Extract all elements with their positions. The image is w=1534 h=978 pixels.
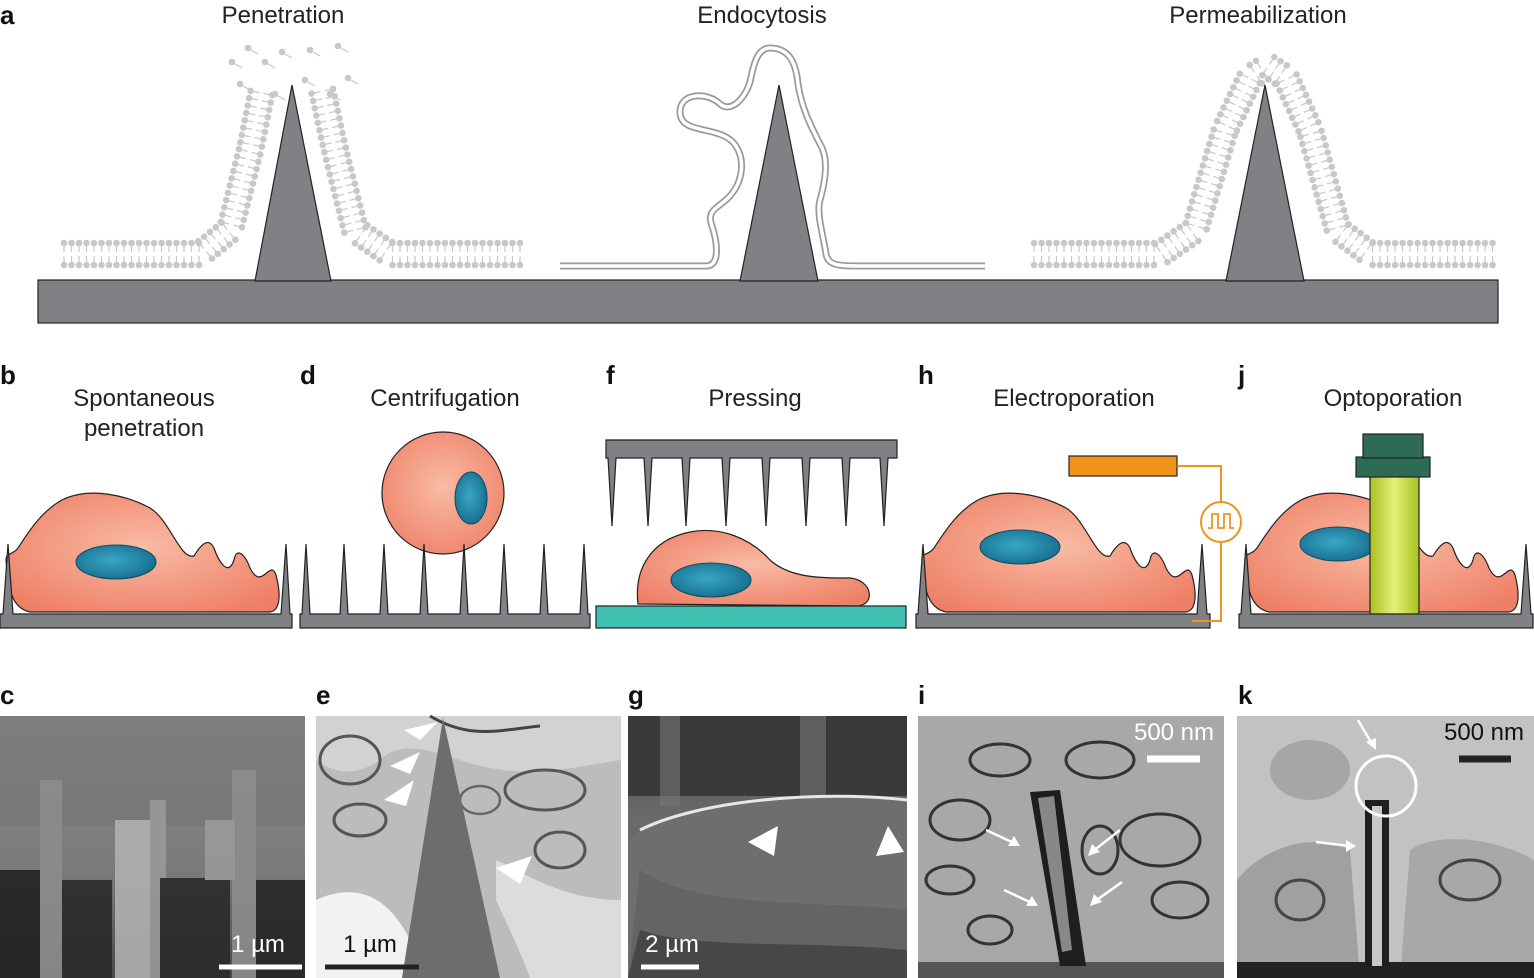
substrate-bar — [37, 279, 1499, 324]
panel-j: j Optoporation — [1237, 360, 1534, 629]
nanoneedle-penetration — [254, 84, 332, 282]
nucleus-b — [75, 544, 157, 580]
objective-upper — [1362, 433, 1424, 459]
em-texture-i — [918, 740, 1224, 978]
needle-array-j — [1238, 543, 1534, 629]
panel-letter-c: c — [0, 680, 14, 710]
needle-array-h — [915, 543, 1211, 629]
title-electroporation: Electroporation — [993, 385, 1154, 412]
panel-letter-k: k — [1238, 680, 1253, 710]
objective-lower — [1355, 456, 1431, 478]
nucleus-j — [1299, 526, 1377, 562]
arrowhead-e4 — [496, 856, 532, 884]
needle-array-b — [0, 543, 293, 629]
press-plate-shape — [605, 439, 898, 527]
em-texture-g — [628, 716, 908, 978]
arrow-i2 — [1091, 829, 1121, 853]
panel-b: b Spontaneous penetration — [0, 360, 293, 629]
scale-label-k: 500 nm — [1444, 719, 1524, 746]
title-centrifugation: Centrifugation — [370, 385, 519, 412]
panel-letter-e: e — [316, 680, 330, 710]
cell-f — [636, 529, 870, 607]
em-texture-e — [316, 714, 621, 978]
panel-e: e 1 µm — [316, 680, 621, 978]
nanoneedle-endocytosis — [739, 84, 819, 282]
cell-h — [921, 492, 1196, 613]
panel-h: h Electroporation — [915, 360, 1242, 629]
nanoneedle-em-e — [402, 718, 500, 978]
title-endocytosis: Endocytosis — [697, 2, 826, 29]
title-pressing: Pressing — [708, 385, 801, 412]
arrowhead-e1 — [404, 722, 438, 740]
scale-label-e: 1 µm — [343, 931, 397, 958]
nucleus-h — [979, 529, 1061, 565]
arrow-k2 — [1315, 840, 1351, 848]
bilayer-penetration-right — [308, 85, 524, 269]
pulse-generator-icon — [1200, 501, 1242, 543]
arrow-k1 — [1356, 719, 1374, 745]
panel-c: c 1 µm — [0, 680, 305, 978]
electrode — [1068, 455, 1178, 477]
scattered-lipids — [228, 42, 359, 101]
arrowhead-e2 — [390, 752, 420, 774]
panel-k: k 500 nm — [1237, 680, 1534, 978]
pulse-waveform — [1208, 513, 1234, 529]
nucleus-d — [454, 471, 488, 525]
scale-label-g: 2 µm — [645, 931, 699, 958]
lipid-bilayers — [60, 42, 1496, 269]
press-needle-plate — [605, 439, 898, 527]
panel-f: f Pressing — [595, 360, 907, 629]
panel-letter-b: b — [0, 360, 16, 390]
panel-letter-a: a — [0, 0, 15, 30]
bilayer-penetration-left — [60, 87, 276, 269]
title-penetration: Penetration — [222, 2, 345, 29]
panel-letter-i: i — [918, 680, 925, 710]
em-texture-k — [1237, 740, 1534, 978]
nanoneedle-permeabilization — [1225, 84, 1305, 282]
electrode-wire — [1177, 465, 1222, 622]
panel-letter-g: g — [628, 680, 644, 710]
panel-g: g 2 µm — [628, 680, 908, 978]
panel-d: d Centrifugation — [299, 360, 591, 629]
title-spontaneous: Spontaneous — [73, 385, 214, 412]
scale-label-i: 500 nm — [1134, 719, 1214, 746]
title-penetration-b: penetration — [84, 415, 204, 442]
laser-beam — [1369, 475, 1420, 619]
bilayer-permeabilization — [1030, 53, 1496, 269]
panel-a: a Penetration Endocytosis Permeabilizati… — [0, 0, 1499, 324]
pressing-base — [595, 605, 907, 629]
panel-letter-h: h — [918, 360, 934, 390]
arrowhead-g2 — [876, 826, 904, 856]
panel-letter-d: d — [300, 360, 316, 390]
panel-letter-j: j — [1237, 360, 1245, 390]
em-texture-c — [0, 716, 305, 978]
needle-array-d-shape — [299, 543, 591, 629]
arrowhead-e3 — [384, 780, 414, 806]
panel-letter-f: f — [606, 360, 615, 390]
title-permeabilization: Permeabilization — [1169, 2, 1346, 29]
scale-label-c: 1 µm — [231, 931, 285, 958]
arrowhead-g1 — [748, 826, 778, 856]
title-optoporation: Optoporation — [1324, 385, 1463, 412]
nucleus-f — [670, 562, 752, 598]
highlight-circle-k — [1354, 754, 1418, 818]
panel-i: i 500 nm — [918, 680, 1224, 978]
needle-array-d — [299, 543, 591, 629]
